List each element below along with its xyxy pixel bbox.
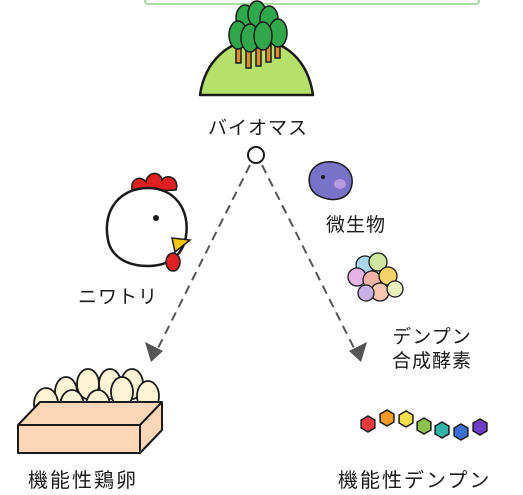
starch-hexagon <box>453 423 469 441</box>
functional-starch-label: 機能性デンプン <box>338 468 492 492</box>
branch-node-icon <box>247 146 265 164</box>
enzyme-label-line2: 合成酵素 <box>391 350 472 372</box>
top-banner-edge <box>144 0 480 5</box>
arrowhead-eggs <box>145 342 163 362</box>
starch-chain-icon <box>360 409 488 441</box>
starch-hexagon <box>416 417 432 435</box>
arrowhead-starch <box>349 342 367 362</box>
arrows <box>145 164 367 362</box>
starch-hexagon <box>360 415 376 433</box>
starch-hexagon <box>398 410 414 428</box>
arrow-to-eggs <box>156 164 251 351</box>
functional-eggs-label: 機能性鶏卵 <box>28 468 138 492</box>
forest-hill-icon <box>198 0 315 97</box>
microbe-label: 微生物 <box>326 214 387 236</box>
chicken-icon <box>105 172 192 272</box>
starch-hexagon <box>379 409 395 427</box>
biomass-label: バイオマス <box>207 117 308 139</box>
egg-tray-icon <box>17 368 163 454</box>
enzyme-cluster-icon <box>347 252 404 302</box>
arrow-to-starch <box>261 164 356 351</box>
starch-hexagon <box>434 421 450 439</box>
chicken-label: ニワトリ <box>78 286 159 308</box>
starch-hexagon <box>472 418 488 436</box>
enzyme-label-line1: デンプン <box>392 326 472 348</box>
microbe-icon <box>308 161 353 201</box>
